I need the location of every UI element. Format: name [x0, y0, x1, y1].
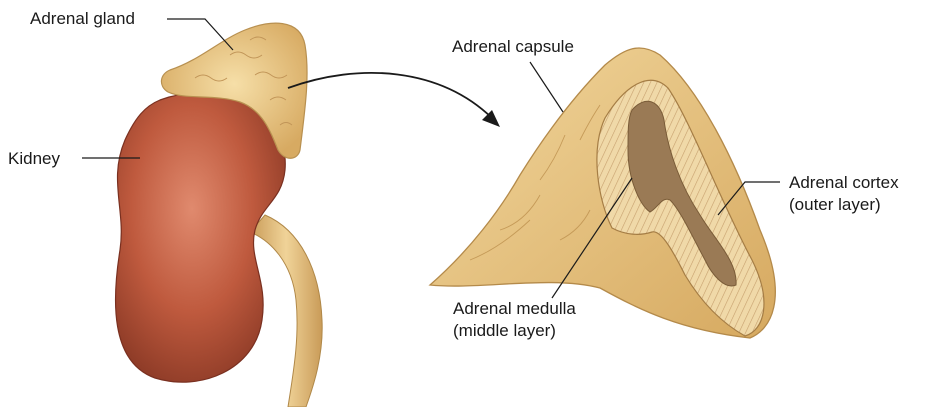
label-adrenal-cortex-title: Adrenal cortex	[789, 172, 899, 193]
label-adrenal-capsule: Adrenal capsule	[452, 36, 574, 57]
label-adrenal-medulla-subtitle: (middle layer)	[453, 320, 556, 341]
arrow	[288, 73, 492, 118]
leader-adrenal-capsule	[530, 62, 563, 112]
label-adrenal-cortex-subtitle: (outer layer)	[789, 194, 881, 215]
label-adrenal-gland: Adrenal gland	[30, 8, 135, 29]
label-adrenal-medulla-title: Adrenal medulla	[453, 298, 576, 319]
kidney-shape	[116, 93, 286, 382]
label-kidney: Kidney	[8, 148, 60, 169]
